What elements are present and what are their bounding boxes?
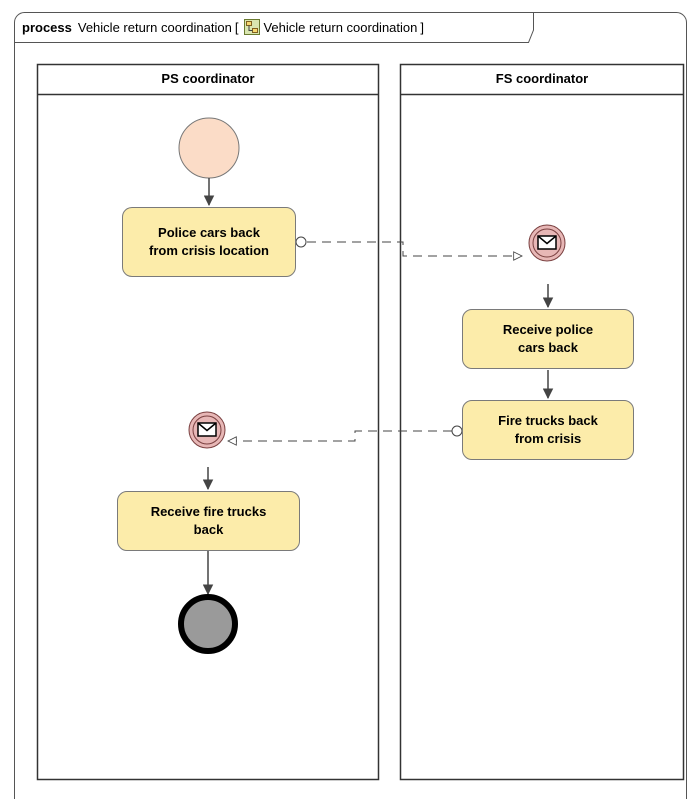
lane-fs-coordinator (399, 63, 685, 781)
lane-title-fs: FS coordinator (495, 71, 589, 86)
process-diagram-icon (244, 19, 261, 35)
task-receive-police-cars[interactable]: Receive police cars back (462, 309, 634, 369)
task-fire-trucks-back[interactable]: Fire trucks back from crisis (462, 400, 634, 460)
end-event[interactable] (178, 594, 238, 654)
lane-ps-coordinator (36, 63, 380, 781)
message-flow-fire-trucks (228, 430, 452, 441)
frame-keyword: process (22, 19, 72, 35)
frame-title-tab (14, 12, 534, 43)
envelope-icon (537, 235, 557, 250)
start-event[interactable] (178, 117, 240, 179)
frame-title: process Vehicle return coordination [ Ve… (22, 19, 427, 35)
frame-bracket-open: [ (234, 19, 239, 35)
frame-bracket-close: ] (420, 19, 424, 35)
message-flow-source-marker (295, 236, 307, 248)
message-flow-source-marker (451, 425, 463, 437)
message-catch-event-fs[interactable] (528, 224, 566, 262)
message-flow-police-cars (307, 241, 522, 256)
frame-name: Vehicle return coordination (77, 19, 232, 35)
task-receive-fire-trucks[interactable]: Receive fire trucks back (117, 491, 300, 551)
task-police-cars-back[interactable]: Police cars back from crisis location (122, 207, 296, 277)
envelope-icon (197, 422, 217, 437)
lane-title-ps: PS coordinator (161, 71, 255, 86)
message-catch-event-ps[interactable] (188, 411, 226, 449)
frame-reference-name: Vehicle return coordination (263, 19, 418, 35)
